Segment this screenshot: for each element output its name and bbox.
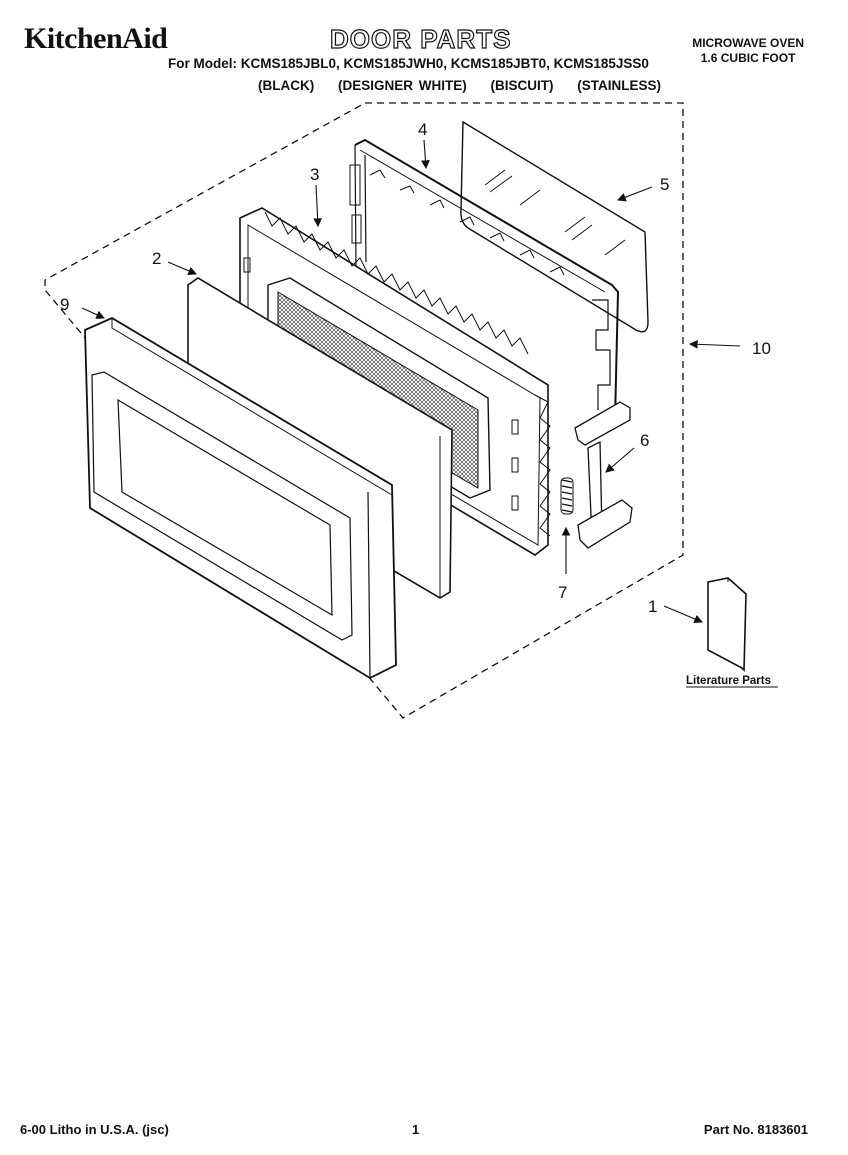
color-stainless: (STAINLESS) bbox=[577, 78, 662, 93]
callout-5: 5 bbox=[660, 175, 669, 194]
color-black: (BLACK) bbox=[258, 78, 315, 93]
model-list: For Model: KCMS185JBL0, KCMS185JWH0, KCM… bbox=[168, 56, 649, 71]
callout-2: 2 bbox=[152, 249, 161, 268]
page-title: DOOR PARTS bbox=[329, 23, 512, 54]
product-type: MICROWAVE OVEN bbox=[692, 36, 804, 50]
callout-10: 10 bbox=[752, 339, 771, 358]
literature-label: Literature Parts bbox=[686, 675, 771, 687]
brand-logo: KitchenAid bbox=[24, 22, 168, 55]
product-info: MICROWAVE OVEN 1.6 CUBIC FOOT bbox=[692, 36, 804, 66]
color-biscuit: (BISCUIT) bbox=[490, 78, 554, 93]
product-capacity: 1.6 CUBIC FOOT bbox=[700, 51, 796, 65]
callout-6: 6 bbox=[640, 431, 649, 450]
color-designer-white: (DESIGNER WHITE) bbox=[338, 78, 467, 93]
assembly-outline bbox=[44, 102, 684, 719]
part-glass-panel bbox=[460, 120, 649, 333]
color-list: (BLACK) (DESIGNER WHITE) (BISCUIT) (STAI… bbox=[258, 78, 679, 93]
part-spring bbox=[560, 477, 574, 515]
callout-3: 3 bbox=[310, 165, 319, 184]
callout-9: 9 bbox=[60, 295, 69, 314]
callout-7: 7 bbox=[558, 583, 567, 602]
footer-page-number: 1 bbox=[412, 1122, 420, 1137]
callout-4: 4 bbox=[418, 120, 427, 139]
part-latch bbox=[574, 401, 633, 549]
footer-litho: 6-00 Litho in U.S.A. (jsc) bbox=[20, 1122, 169, 1137]
footer-part-number: Part No. 8183601 bbox=[703, 1122, 808, 1137]
part-outer-door bbox=[84, 316, 397, 680]
part-literature bbox=[707, 577, 747, 672]
callout-1: 1 bbox=[648, 597, 657, 616]
leader-arrows bbox=[81, 139, 741, 624]
